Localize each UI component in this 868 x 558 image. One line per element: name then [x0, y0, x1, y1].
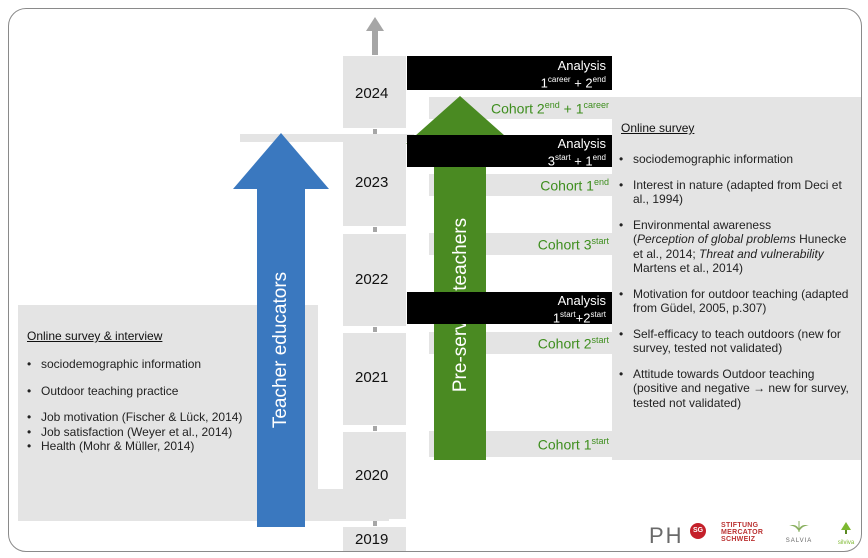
cohort-sup: end: [593, 177, 609, 187]
cohort-sup: start: [591, 236, 609, 246]
cohort-label-2024: Cohort 2end + 1career: [429, 100, 609, 117]
formula-plus: +: [575, 310, 584, 326]
formula-sup: career: [547, 75, 571, 84]
year-label-2021: 2021: [355, 369, 389, 386]
silviva-logo: silviva: [831, 521, 861, 546]
timeline-tick: [373, 521, 377, 526]
cohort-sup: end: [544, 100, 560, 110]
cohort-text: Cohort 1: [540, 177, 594, 194]
env-hunecke: Hunecke et al., 2014;: [633, 232, 850, 261]
cohort-text: Cohort 2: [491, 100, 545, 117]
mercator-line: SCHWEIZ: [721, 536, 756, 543]
year-label-2019: 2019: [355, 531, 389, 548]
cohort-label-2021: Cohort 2start: [429, 335, 609, 352]
salvia-logo: SALVIA: [779, 519, 819, 544]
cohort-label-2022: Cohort 3start: [429, 236, 609, 253]
list-item: sociodemographic information: [619, 152, 855, 167]
list-item: Job motivation (Fischer & Lück, 2014): [27, 410, 307, 425]
cohort-sup: career: [583, 100, 609, 110]
timeline-arrowhead: [366, 17, 384, 31]
ph-logo-text: PH: [649, 523, 684, 548]
pre-service-teachers-arrow: [406, 96, 514, 460]
formula-sup: end: [592, 75, 606, 84]
formula-part: 1: [585, 153, 593, 169]
year-block-2022: [343, 234, 406, 326]
list-item: Attitude towards Outdoor teaching (posit…: [619, 367, 855, 411]
analysis-box-2024: Analysis 1career + 2end: [407, 56, 612, 90]
cohort-text: Cohort 2: [537, 335, 592, 352]
env-open-paren: (: [633, 232, 637, 246]
cohort-label-2023: Cohort 1end: [429, 177, 609, 194]
cohort-text: Cohort 3: [537, 236, 592, 253]
timeline-axis: [372, 31, 378, 55]
analysis-box-2023: Analysis 3start + 1end: [407, 135, 612, 168]
year-label-2023: 2023: [355, 174, 389, 191]
list-item: sociodemographic information: [27, 357, 307, 372]
silviva-tree-icon: [841, 522, 851, 534]
formula-sup: start: [590, 310, 606, 319]
formula-part: 2: [585, 75, 593, 91]
analysis-title: Analysis: [557, 136, 606, 151]
silviva-text: silviva: [837, 540, 855, 546]
list-item: Environmental awareness (Perception of g…: [619, 218, 855, 276]
year-block-2023: [343, 136, 406, 226]
year-label-2022: 2022: [355, 271, 389, 288]
timeline-tick: [373, 227, 377, 232]
list-item: Outdoor teaching practice: [27, 384, 307, 399]
stiftung-mercator-logo: STIFTUNG MERCATOR SCHWEIZ: [721, 522, 763, 543]
left-panel-title: Online survey & interview: [27, 329, 163, 343]
year-block-2019: [343, 527, 406, 551]
timeline-tick: [373, 327, 377, 332]
analysis-formula: 1career + 2end: [407, 73, 606, 90]
formula-part: 2: [583, 310, 591, 326]
slide-frame: 2024 2023 2022 2021 2020 2019 Teacher ed…: [8, 8, 862, 552]
analysis-box-2022: Analysis 1start+2start: [407, 292, 612, 325]
env-awareness-title: Environmental awareness: [633, 217, 772, 232]
year-block-2024: [343, 56, 406, 128]
formula-sup: start: [560, 310, 576, 319]
analysis-formula: 1start+2start: [407, 308, 606, 325]
env-threat: Threat and vulnerability: [699, 246, 824, 261]
cohort-text: Cohort 1: [537, 436, 592, 453]
mercator-line: MERCATOR: [721, 529, 764, 536]
year-label-2020: 2020: [355, 467, 389, 484]
salvia-text: SALVIA: [785, 538, 813, 544]
analysis-formula: 3start + 1end: [407, 151, 606, 168]
year-block-2020: [343, 432, 406, 519]
analysis-title: Analysis: [557, 58, 606, 73]
mercator-line: STIFTUNG: [721, 522, 759, 529]
list-item: Motivation for outdoor teaching (adapted…: [619, 287, 855, 316]
formula-sup: end: [592, 153, 606, 162]
formula-sup: start: [555, 153, 571, 162]
formula-part: 1: [552, 310, 561, 326]
env-martens: Martens et al., 2014): [633, 261, 744, 275]
list-item: Self-efficacy to teach outdoors (new for…: [619, 327, 855, 356]
cohort-text: + 1: [559, 100, 584, 117]
list-item: Health (Mohr & Müller, 2014): [27, 439, 307, 454]
cohort-label-2020: Cohort 1start: [429, 436, 609, 453]
right-panel-title: Online survey: [621, 121, 695, 135]
timeline-tick: [373, 426, 377, 431]
right-panel-list: sociodemographic information Interest in…: [619, 152, 855, 410]
strip-top-2023: [240, 134, 414, 142]
formula-part: 1: [540, 75, 548, 91]
env-perception: Perception of global problems: [637, 232, 796, 246]
formula-plus: +: [570, 153, 586, 169]
list-item: Interest in nature (adapted from Deci et…: [619, 178, 855, 207]
left-panel-list: sociodemographic information Outdoor tea…: [27, 357, 307, 454]
ph-sg-logo: PH SG: [649, 523, 707, 548]
cohort-sup: start: [591, 436, 609, 446]
sg-badge: SG: [690, 523, 707, 539]
year-label-2024: 2024: [355, 85, 389, 102]
year-block-2021: [343, 333, 406, 425]
cohort-sup: start: [591, 335, 609, 345]
list-item: Job satisfaction (Weyer et al., 2014): [27, 425, 307, 440]
timeline-tick: [373, 129, 377, 134]
salvia-leaf-icon: [789, 521, 809, 532]
formula-part: 3: [547, 153, 556, 169]
analysis-title: Analysis: [557, 293, 606, 308]
formula-plus: +: [570, 75, 586, 91]
